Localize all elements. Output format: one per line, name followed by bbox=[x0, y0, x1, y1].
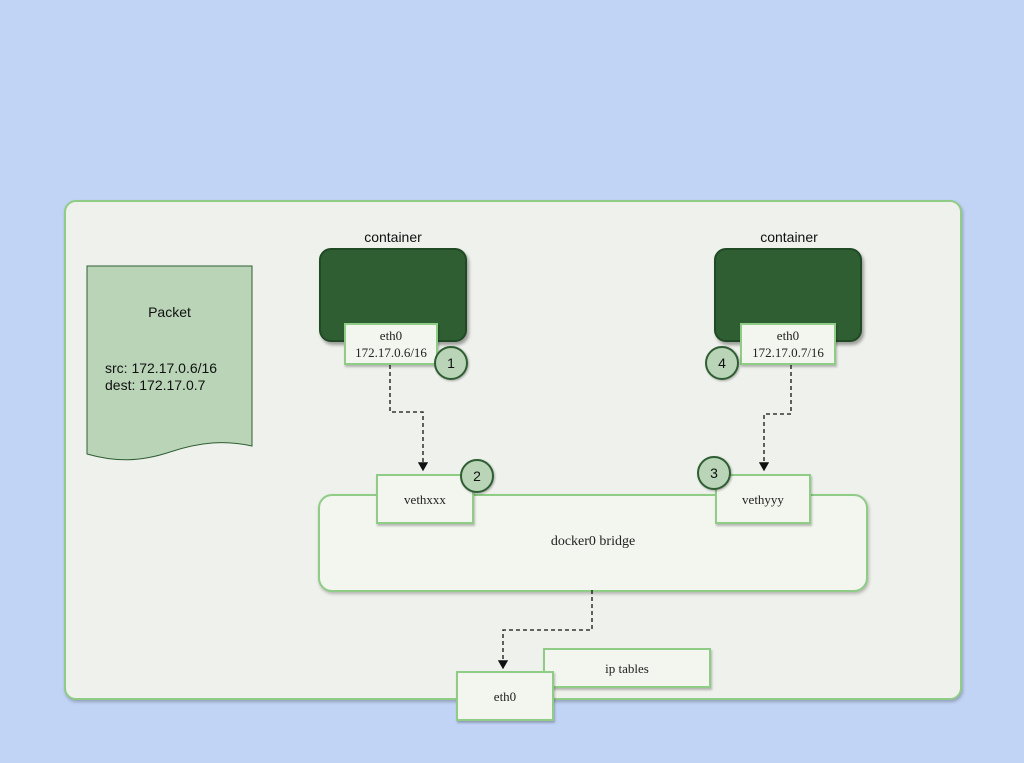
container-right-eth0-name: eth0 bbox=[776, 328, 800, 343]
step-badge-2: 2 bbox=[460, 459, 494, 493]
iptables-label: ip tables bbox=[605, 660, 649, 676]
packet-src: src: 172.17.0.6/16 bbox=[105, 360, 218, 376]
container-left-eth0-name: eth0 bbox=[379, 328, 403, 343]
container-right-eth0-ip: 172.17.0.7/16 bbox=[752, 345, 824, 360]
container-right-title: container bbox=[760, 229, 818, 245]
step-badge-3: 3 bbox=[697, 456, 731, 490]
host-eth0: eth0 bbox=[456, 671, 554, 721]
docker0-bridge-label: docker0 bridge bbox=[550, 534, 636, 549]
iptables-box: ip tables bbox=[543, 648, 711, 688]
container-right-eth0: eth0 172.17.0.7/16 bbox=[740, 323, 836, 365]
veth-left-label: vethxxx bbox=[404, 491, 446, 507]
step-badge-4: 4 bbox=[705, 346, 739, 380]
container-left-eth0-ip: 172.17.0.6/16 bbox=[355, 345, 427, 360]
host-eth0-label: eth0 bbox=[493, 688, 517, 704]
container-left-eth0: eth0 172.17.0.6/16 bbox=[344, 323, 438, 365]
step-badge-1: 1 bbox=[434, 346, 468, 380]
veth-right: vethyyy bbox=[715, 474, 811, 524]
packet-dest: dest: 172.17.0.7 bbox=[105, 377, 206, 393]
veth-left: vethxxx bbox=[376, 474, 474, 524]
container-left-title: container bbox=[364, 229, 422, 245]
packet-title: Packet bbox=[148, 304, 191, 320]
veth-right-label: vethyyy bbox=[742, 491, 784, 507]
